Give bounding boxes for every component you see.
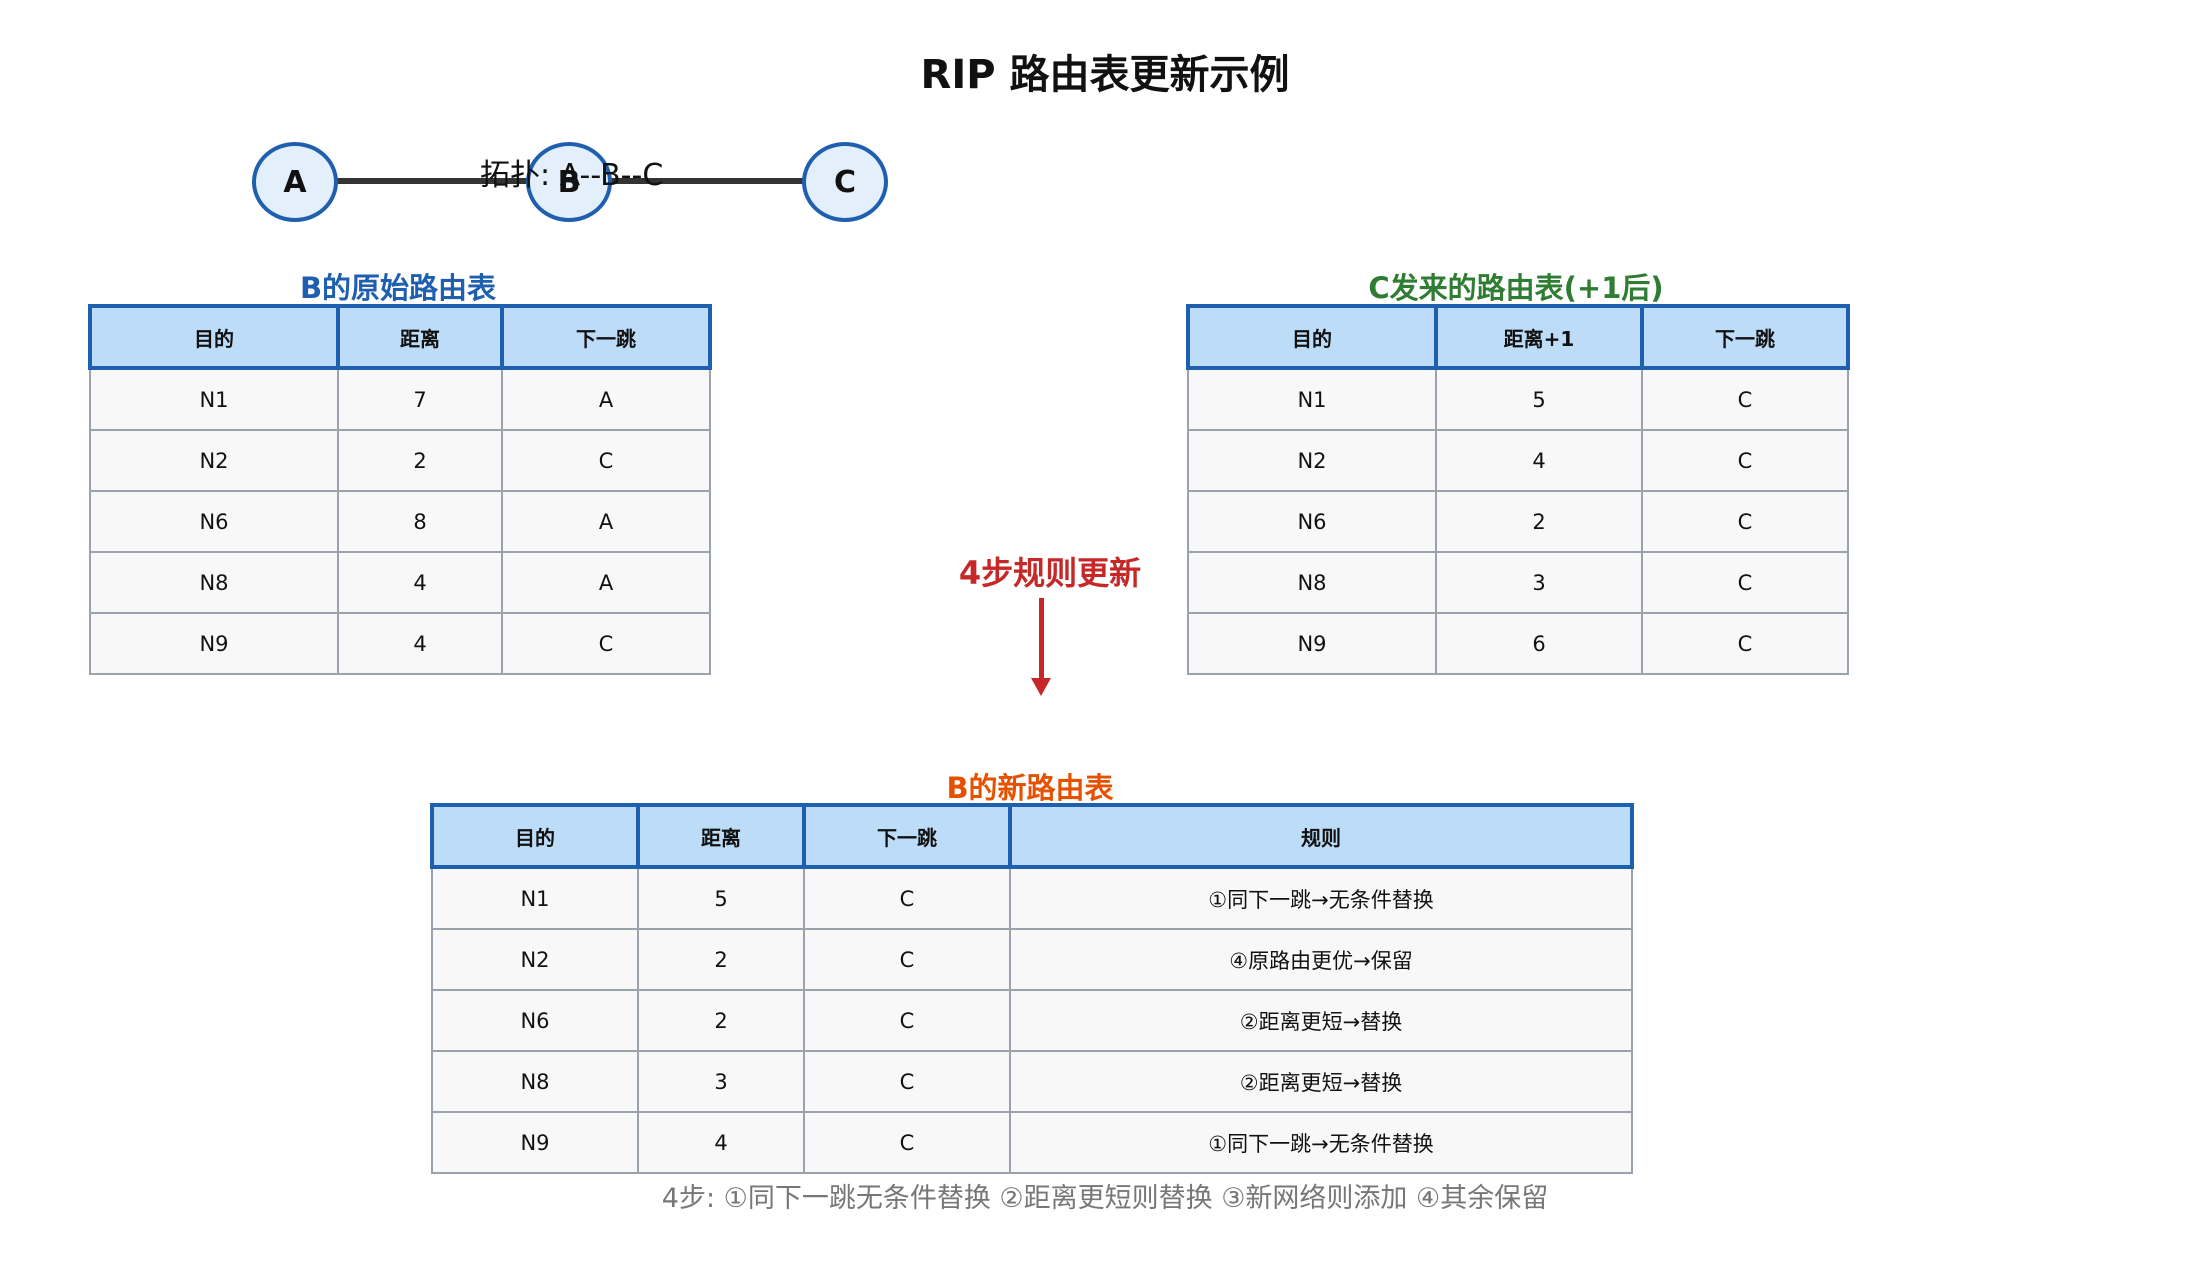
table-cell: A <box>501 367 711 431</box>
table-cell: 3 <box>637 1050 805 1113</box>
table-cell: C <box>803 866 1011 930</box>
column-header: 目的 <box>1186 304 1438 370</box>
original-table-title: B的原始路由表 <box>299 271 497 305</box>
table-cell: C <box>501 429 711 492</box>
page-title: RIP 路由表更新示例 <box>920 52 1290 98</box>
table-cell: 6 <box>1435 612 1643 675</box>
table-cell: C <box>1641 367 1849 431</box>
table-cell: 5 <box>1435 367 1643 431</box>
table-cell: N8 <box>1187 551 1437 614</box>
table-cell: N6 <box>1187 490 1437 553</box>
column-header: 下一跳 <box>802 803 1012 869</box>
node-a: A <box>252 142 338 222</box>
received-table-title: C发来的路由表(+1后) <box>1368 271 1664 305</box>
table-cell: N6 <box>431 989 639 1052</box>
table-cell: 4 <box>337 551 503 614</box>
column-header: 下一跳 <box>500 304 712 370</box>
table-cell: C <box>1641 490 1849 553</box>
table-cell: N2 <box>431 928 639 991</box>
table-cell: ①同下一跳→无条件替换 <box>1009 866 1633 930</box>
table-cell: ①同下一跳→无条件替换 <box>1009 1111 1633 1174</box>
table-cell: A <box>501 551 711 614</box>
table-cell: 4 <box>1435 429 1643 492</box>
table-cell: 7 <box>337 367 503 431</box>
table-cell: 2 <box>1435 490 1643 553</box>
new-table-title: B的新路由表 <box>946 771 1114 805</box>
table-cell: C <box>803 1050 1011 1113</box>
table-cell: 2 <box>337 429 503 492</box>
table-cell: N8 <box>431 1050 639 1113</box>
column-header: 规则 <box>1008 803 1634 869</box>
table-cell: ④原路由更优→保留 <box>1009 928 1633 991</box>
table-cell: 3 <box>1435 551 1643 614</box>
table-cell: N2 <box>89 429 339 492</box>
table-cell: N9 <box>89 612 339 675</box>
column-header: 目的 <box>88 304 340 370</box>
table-cell: 2 <box>637 989 805 1052</box>
table-cell: N2 <box>1187 429 1437 492</box>
table-cell: 4 <box>337 612 503 675</box>
table-cell: 2 <box>637 928 805 991</box>
table-cell: C <box>1641 551 1849 614</box>
column-header: 距离 <box>636 803 806 869</box>
table-cell: C <box>803 989 1011 1052</box>
node-b: B <box>526 142 612 222</box>
table-cell: N1 <box>1187 367 1437 431</box>
footnote: 4步: ①同下一跳无条件替换 ②距离更短则替换 ③新网络则添加 ④其余保留 <box>661 1183 1549 1214</box>
column-header: 距离+1 <box>1434 304 1644 370</box>
table-cell: C <box>501 612 711 675</box>
down-arrow-icon <box>1031 678 1051 696</box>
table-cell: C <box>1641 612 1849 675</box>
table-cell: N1 <box>431 866 639 930</box>
table-cell: C <box>803 1111 1011 1174</box>
table-cell: N1 <box>89 367 339 431</box>
table-cell: 4 <box>637 1111 805 1174</box>
column-header: 下一跳 <box>1640 304 1850 370</box>
column-header: 目的 <box>430 803 640 869</box>
table-cell: N8 <box>89 551 339 614</box>
table-cell: 5 <box>637 866 805 930</box>
table-cell: N9 <box>431 1111 639 1174</box>
table-cell: 8 <box>337 490 503 553</box>
table-cell: ②距离更短→替换 <box>1009 1050 1633 1113</box>
table-cell: N9 <box>1187 612 1437 675</box>
column-header: 距离 <box>336 304 504 370</box>
table-cell: ②距离更短→替换 <box>1009 989 1633 1052</box>
table-cell: N6 <box>89 490 339 553</box>
table-cell: C <box>803 928 1011 991</box>
table-cell: C <box>1641 429 1849 492</box>
table-cell: A <box>501 490 711 553</box>
node-c: C <box>802 142 888 222</box>
down-arrow-shaft <box>1039 598 1044 682</box>
update-rule-label: 4步规则更新 <box>958 554 1142 592</box>
topology-label: 拓扑: A--B--C <box>480 158 664 193</box>
